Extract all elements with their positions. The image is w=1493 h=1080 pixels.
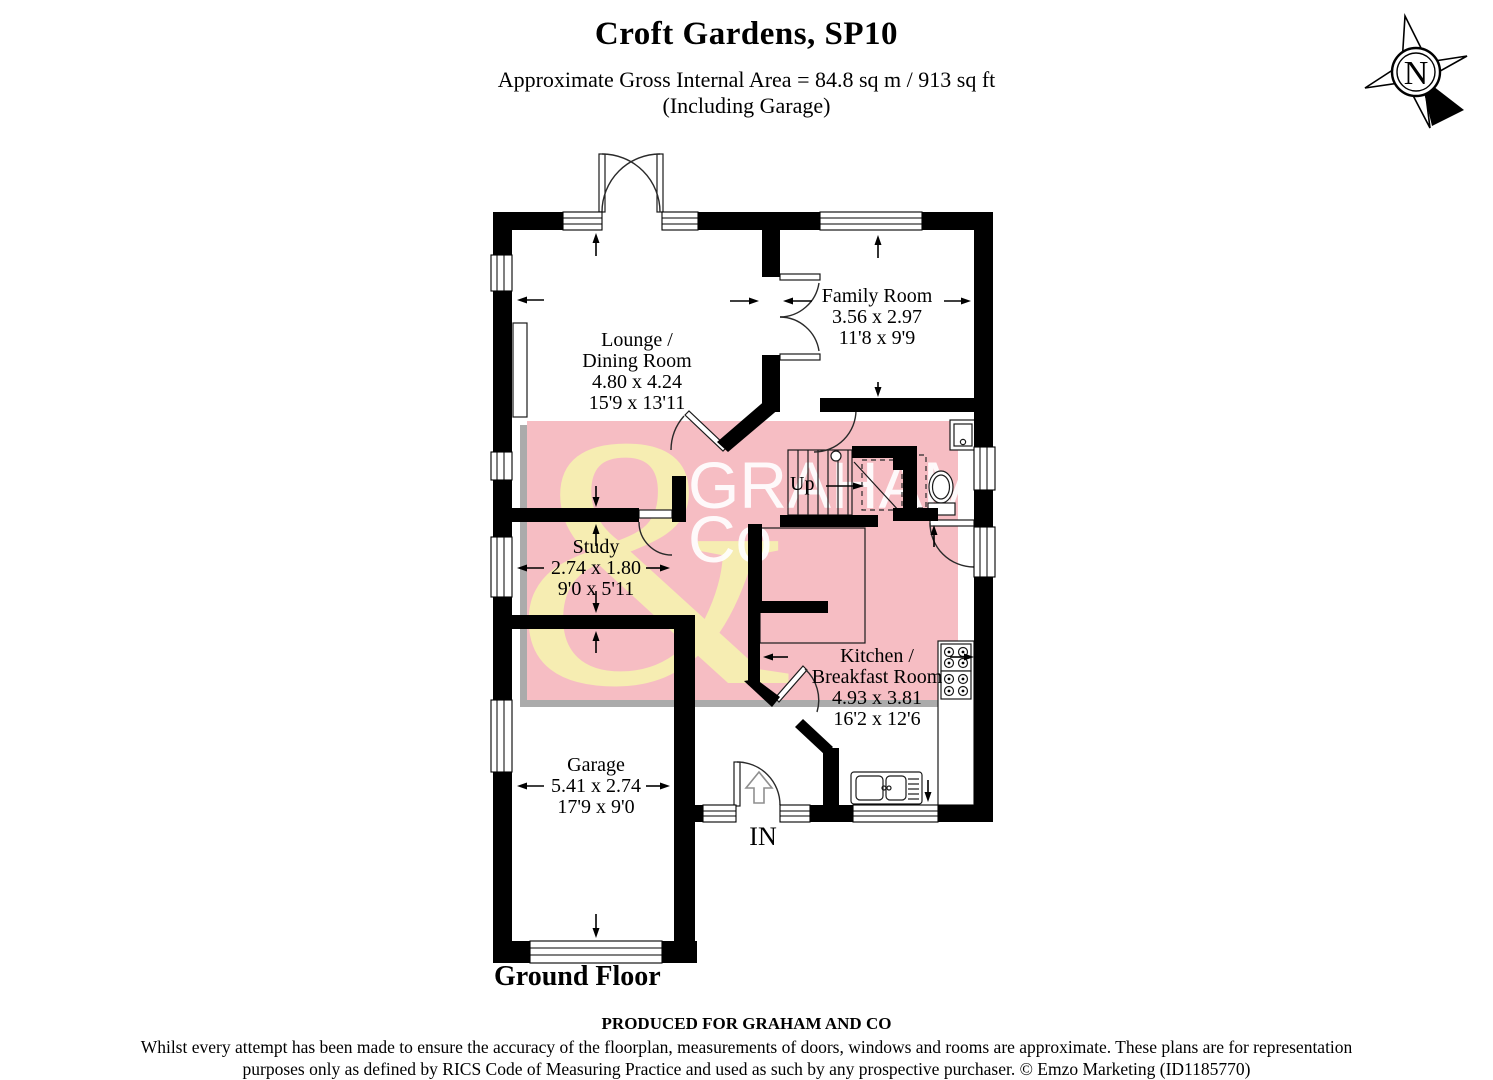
dimension-arrows (517, 233, 974, 938)
entrance-in-label: IN (749, 822, 777, 851)
chimney-breast (512, 322, 528, 418)
north-compass-icon: N (1364, 12, 1468, 129)
french-door-arc-right (601, 153, 661, 213)
room-label-family: Family Room 3.56 x 2.97 11'8 x 9'9 (821, 285, 933, 349)
floor-title: Ground Floor (494, 961, 661, 992)
fixtures (512, 322, 977, 806)
entrance-in-arrow-icon (744, 770, 774, 804)
room-label-lounge: Lounge / Dining Room 4.80 x 4.24 15'9 x … (582, 329, 692, 414)
room-label-garage: Garage 5.41 x 2.74 17'9 x 9'0 (551, 754, 641, 818)
area-subtitle: Approximate Gross Internal Area = 84.8 s… (497, 67, 996, 92)
family-door-arc (813, 409, 857, 453)
footer-disclaimer-line2: purposes only as defined by RICS Code of… (242, 1059, 1251, 1079)
double-door-leaf-bottom (779, 353, 821, 361)
stair-rail (853, 461, 901, 513)
study-door-leaf (638, 509, 673, 519)
compass-north-label: N (1404, 55, 1429, 92)
footer-produced-for: PRODUCED FOR GRAHAM AND CO (601, 1014, 892, 1033)
room-label-kitchen: Kitchen / Breakfast Room 4.93 x 3.81 16'… (811, 645, 943, 730)
front-door-leaf (733, 761, 741, 807)
front-door-arc (736, 761, 781, 806)
kitchen-rear-door-arc (929, 522, 975, 568)
footer-disclaimer-line1: Whilst every attempt has been made to en… (140, 1037, 1353, 1057)
watermark-panel (527, 421, 958, 700)
kitchen-sink (850, 771, 923, 805)
room-label-study: Study 2.74 x 1.80 9'0 x 5'11 (551, 536, 641, 600)
including-garage-note: (Including Garage) (662, 93, 831, 118)
french-door-arc-left (601, 153, 661, 213)
windows (490, 211, 996, 964)
stairs-up-label: Up (790, 473, 815, 495)
kitchen-counter (937, 640, 975, 806)
study-door-arc (638, 521, 673, 556)
page-title: Croft Gardens, SP10 (594, 16, 899, 52)
garage-door (529, 940, 663, 964)
newel-post (830, 450, 842, 462)
doors (598, 153, 975, 807)
kitchen-door-arc (804, 668, 820, 713)
walls (493, 212, 993, 963)
double-door-leaf-top (779, 273, 821, 281)
lounge-door-arc (670, 415, 685, 451)
